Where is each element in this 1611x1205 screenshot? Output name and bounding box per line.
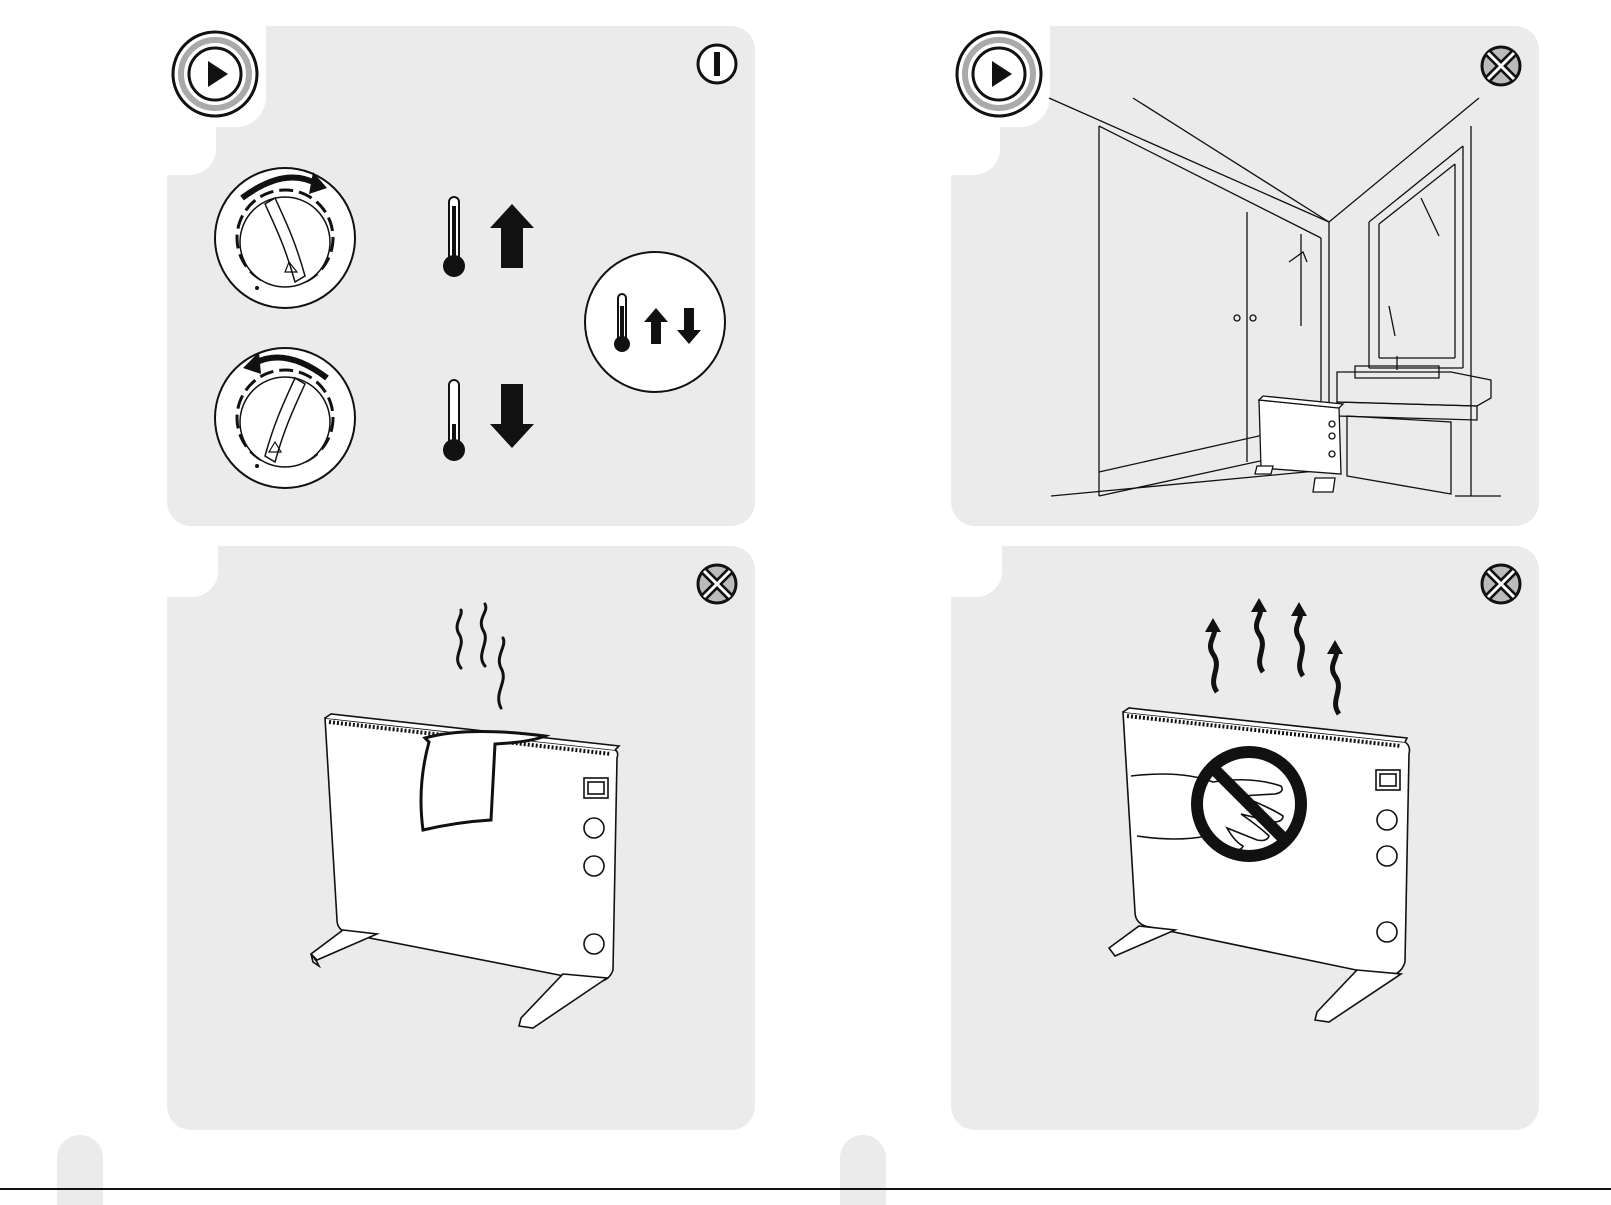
heat-waves-icon — [1205, 598, 1343, 714]
panel-4-artwork — [951, 546, 1539, 1130]
play-icon — [173, 32, 257, 116]
panel-do-not-touch — [951, 546, 1539, 1130]
panel-towel-on-heater — [167, 546, 755, 1130]
steam-icon — [457, 604, 504, 708]
knob-clockwise-icon — [215, 168, 355, 308]
panel-bathroom — [951, 26, 1539, 526]
thermometer-down-icon — [443, 380, 534, 461]
page-tab-left — [57, 1135, 103, 1205]
knob-counterclockwise-icon — [215, 348, 355, 488]
page-bottom-rule — [0, 1188, 1611, 1190]
panel-3-artwork — [167, 546, 755, 1130]
panel-1-artwork — [167, 26, 755, 526]
play-icon — [957, 32, 1041, 116]
panel-2-artwork — [951, 26, 1539, 526]
power-icon — [698, 45, 736, 83]
thermometer-up-icon — [443, 197, 534, 277]
prohibited-x-icon — [698, 565, 736, 603]
prohibited-x-icon — [1482, 47, 1520, 85]
panel-temperature-knob — [167, 26, 755, 526]
page-tab-right — [840, 1135, 886, 1205]
prohibited-x-icon — [1482, 565, 1520, 603]
thermometer-up-down-icon — [585, 252, 725, 392]
heater-illustration — [1255, 396, 1343, 492]
